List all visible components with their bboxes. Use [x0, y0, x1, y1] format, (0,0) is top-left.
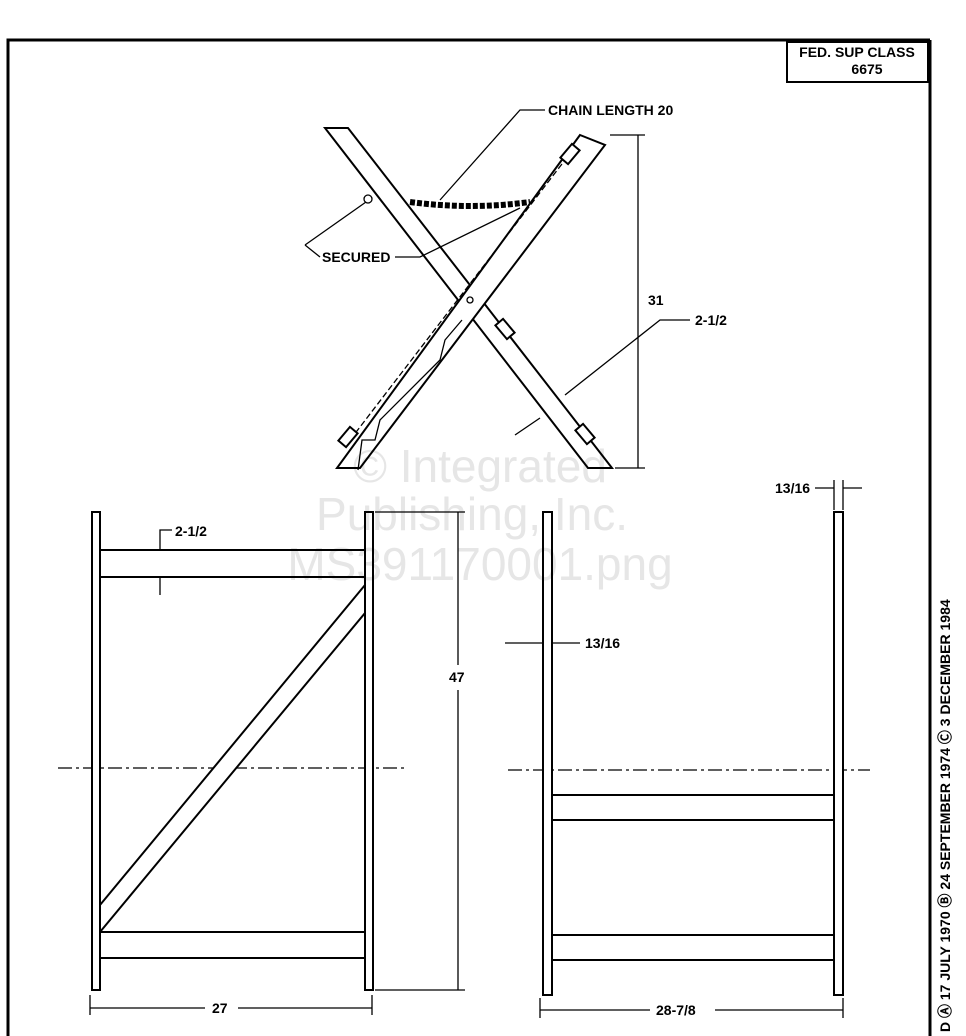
title-block-number: 6675: [851, 61, 882, 77]
width-28-7-8-dim: 28-7/8: [656, 1002, 696, 1018]
drawing-border: [6, 38, 932, 1036]
height-31-dim: 31: [648, 292, 664, 308]
watermark-line-2: Publishing, Inc.: [316, 488, 628, 540]
chain: [409, 199, 531, 209]
height-47-dim: 47: [449, 669, 465, 685]
post-13-16-dim: 13/16: [585, 635, 620, 651]
watermark-line-1: © Integrated: [353, 440, 607, 492]
revision-strip: D Ⓐ 17 JULY 1970 Ⓑ 24 SEPTEMBER 1974 Ⓒ 3…: [937, 599, 953, 1032]
title-block: FED. SUP CLASS 6675: [786, 41, 929, 83]
post-13-16-top-dim: 13/16: [775, 480, 810, 496]
secured-label: SECURED: [322, 249, 390, 265]
width-27-dim: 27: [212, 1000, 228, 1016]
width-2-1-2-dim: 2-1/2: [695, 312, 727, 328]
chain-length-label: CHAIN LENGTH 20: [548, 102, 673, 118]
side-view: 13/16 13/16 28-7/8: [505, 480, 870, 1018]
front-view: 2-1/2 47 27: [58, 511, 465, 1016]
watermark: © Integrated Publishing, Inc. MS39117000…: [287, 440, 672, 590]
title-block-label: FED. SUP CLASS: [799, 44, 915, 60]
x-frame-top-view: CHAIN LENGTH 20 SECURED 31 2-1/2: [304, 102, 727, 471]
watermark-line-3: MS391170001.png: [287, 538, 672, 590]
rail-2-1-2-dim: 2-1/2: [175, 523, 207, 539]
